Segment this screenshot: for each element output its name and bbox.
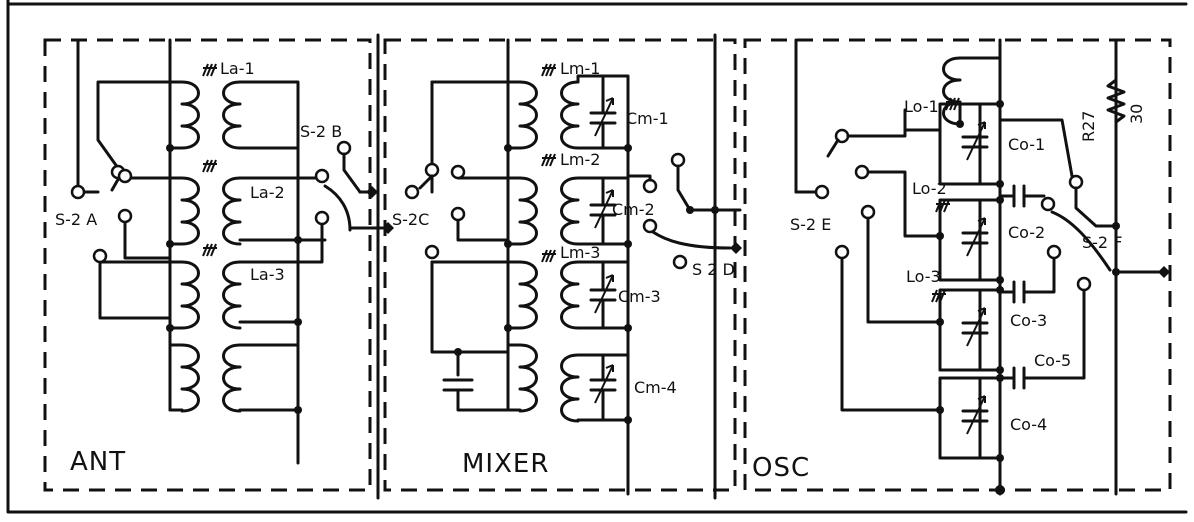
label-la-3: La-3 — [250, 265, 285, 284]
label-cm-3: Cm-3 — [618, 287, 661, 306]
label-la-2: La-2 — [250, 183, 285, 202]
label-co-4: Co-4 — [1010, 415, 1047, 434]
label-r27: R27 — [1079, 111, 1098, 142]
label-co-1: Co-1 — [1008, 135, 1045, 154]
label-s-2d: S 2 D — [692, 260, 735, 279]
label-co-3: Co-3 — [1010, 311, 1047, 330]
label-osc: OSC — [752, 453, 810, 483]
osc-section — [794, 38, 1170, 496]
label-cm-2: Cm-2 — [612, 200, 655, 219]
label-mixer: MIXER — [462, 449, 549, 479]
label-la-1: La-1 — [220, 59, 255, 78]
label-s-2a: S-2 A — [55, 210, 97, 229]
label-co-5: Co-5 — [1034, 351, 1071, 370]
label-s-2c: S-2C — [392, 210, 429, 229]
label-lo-2: Lo-2 — [912, 179, 947, 198]
label-s-2b: S-2 B — [300, 122, 342, 141]
shield-boxes — [43, 33, 1172, 500]
outer-frame — [6, 0, 1188, 514]
label-lm-3: Lm-3 — [560, 243, 600, 262]
label-lo-3: Lo-3 — [906, 267, 941, 286]
mixer-section — [404, 38, 742, 496]
label-s-2f: S-2 F — [1082, 233, 1122, 252]
label-lm-1: Lm-1 — [560, 59, 600, 78]
label-ant: ANT — [70, 447, 126, 477]
label-s-2e: S-2 E — [790, 215, 831, 234]
label-cm-1: Cm-1 — [626, 109, 669, 128]
label-cm-4: Cm-4 — [634, 378, 677, 397]
label-co-2: Co-2 — [1008, 223, 1045, 242]
label-r27-value: 30 — [1127, 104, 1146, 124]
label-lo-1: Lo-1 — [904, 97, 939, 116]
ant-section — [70, 38, 394, 465]
label-lm-2: Lm-2 — [560, 150, 600, 169]
